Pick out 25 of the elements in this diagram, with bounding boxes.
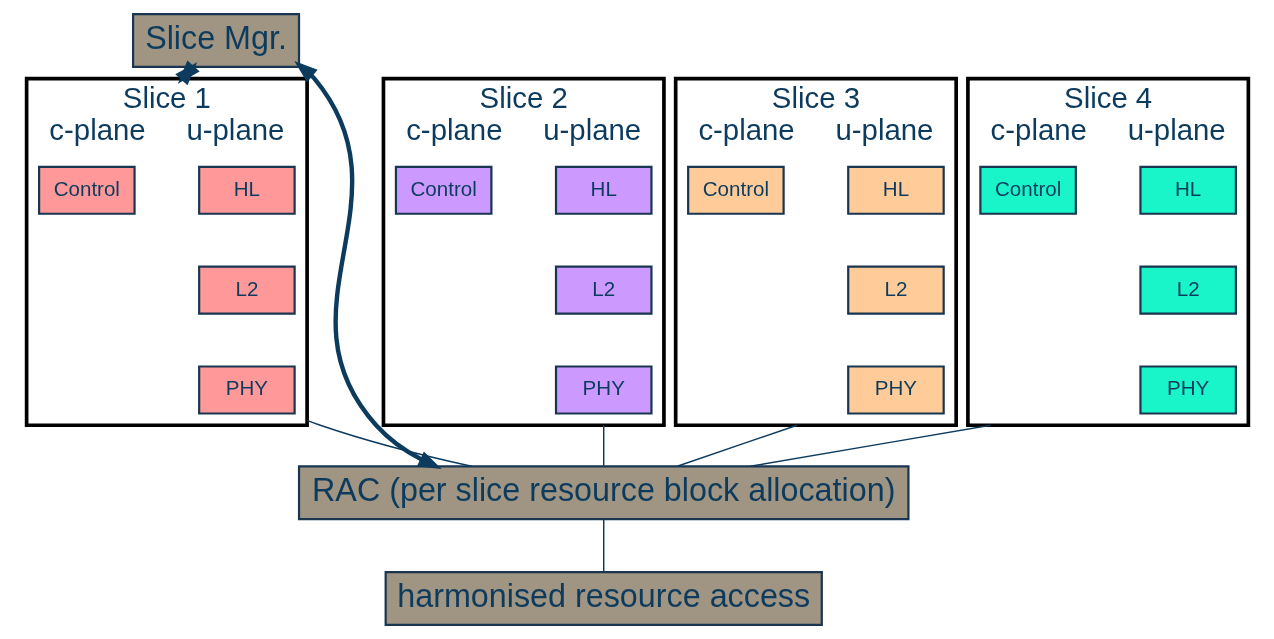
node-box: RAC (per slice resource block allocation) (297, 465, 910, 521)
node-box: HL (197, 165, 296, 215)
node-box: L2 (1138, 265, 1237, 315)
node-box: Control (37, 165, 136, 215)
node-box: PHY (846, 365, 945, 415)
node-box: L2 (197, 265, 296, 315)
node-box: harmonised resource access (384, 570, 823, 627)
connector (602, 424, 604, 467)
node-box: L2 (846, 265, 945, 315)
connector (676, 424, 798, 467)
node-box: HL (1138, 165, 1237, 215)
node-box: Control (686, 165, 785, 215)
node-box: Control (394, 165, 492, 215)
connector (748, 424, 991, 468)
node-box: PHY (1138, 365, 1237, 415)
connector (305, 419, 472, 468)
node-box: Control (978, 165, 1077, 215)
node-box: HL (554, 165, 653, 215)
node-box: HL (846, 165, 945, 215)
arrow (293, 60, 442, 470)
connector (602, 518, 604, 573)
node-box: PHY (197, 365, 296, 415)
node-box: PHY (554, 365, 653, 415)
node-box: Slice Mgr. (131, 12, 300, 69)
node-box: L2 (554, 265, 653, 315)
